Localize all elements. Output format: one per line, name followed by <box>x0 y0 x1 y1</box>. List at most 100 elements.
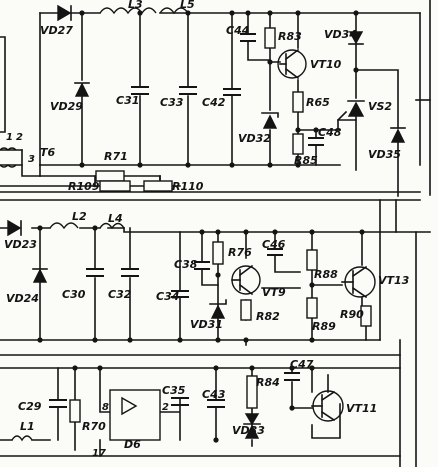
resistor-r84 <box>246 375 258 409</box>
inductor-l1 <box>11 435 33 442</box>
capacitor-c38 <box>194 261 210 270</box>
label-vt10: VT10 <box>310 58 342 71</box>
capacitor-c35 <box>171 397 189 406</box>
label-d6-pin8: 8 <box>102 402 109 413</box>
resistor-r71 <box>95 170 125 182</box>
bottom-section-wiring <box>0 367 401 457</box>
label-c44: C44 <box>226 24 249 37</box>
label-vd32: VD32 <box>238 132 271 145</box>
resistor-r65 <box>292 91 304 113</box>
capacitor-c31 <box>131 86 149 95</box>
label-c48: C48 <box>318 126 342 139</box>
label-c34: C34 <box>156 290 179 303</box>
junction-dots-bottom <box>72 365 315 443</box>
label-vd34: VD34 <box>324 28 357 41</box>
zener-vd32 <box>261 112 279 129</box>
transistor-vt9 <box>231 264 261 296</box>
capacitor-c29 <box>49 399 67 408</box>
diode-vd35 <box>390 127 406 143</box>
label-vt9: VT9 <box>262 286 286 299</box>
label-c43: C43 <box>202 388 226 401</box>
label-c42: C42 <box>202 96 226 109</box>
label-l3: L3 <box>128 0 143 11</box>
label-vt11: VT11 <box>346 402 377 415</box>
label-c31: C31 <box>116 94 139 107</box>
label-t6-pin1: 1 <box>6 132 13 143</box>
label-d6: D6 <box>124 438 141 451</box>
zener-vd31 <box>209 299 227 319</box>
label-c46: C46 <box>262 238 286 251</box>
inductor-l2 <box>49 222 79 230</box>
label-l1: L1 <box>20 420 35 433</box>
label-r90: R90 <box>340 308 364 321</box>
resistor-r82 <box>240 299 252 321</box>
label-c38: C38 <box>174 258 198 271</box>
resistor-r88 <box>306 249 318 271</box>
label-l4: L4 <box>108 212 123 225</box>
label-r70: R70 <box>82 420 106 433</box>
diode-vd24 <box>32 268 48 283</box>
label-vd29: VD29 <box>50 100 83 113</box>
transformer-t6 <box>0 147 17 168</box>
resistor-r83 <box>264 27 276 49</box>
thyristor-vs2 <box>336 100 365 122</box>
label-t6-pin3: 3 <box>28 154 35 165</box>
label-c35: C35 <box>162 384 186 397</box>
transistor-vt10 <box>277 48 307 80</box>
label-c29: C29 <box>18 400 42 413</box>
label-c33: C33 <box>160 96 184 109</box>
diode-vd34 <box>348 31 364 45</box>
resistor-r90 <box>360 305 372 327</box>
inductor-l5 <box>159 7 189 15</box>
label-t6: T6 <box>40 146 56 159</box>
label-l2: L2 <box>72 210 87 223</box>
capacitor-c43 <box>207 399 225 408</box>
label-r89: R89 <box>312 320 336 333</box>
middle-section-wiring <box>0 199 431 467</box>
resistor-r110 <box>143 180 173 192</box>
label-vs2: VS2 <box>368 100 392 113</box>
capacitor-c47 <box>284 372 300 381</box>
label-d6-pin2: 2 <box>162 402 169 413</box>
component-labels: VD27 L3 L5 VD29 C31 C33 C42 C44 R83 VT10… <box>4 0 410 459</box>
capacitor-c32 <box>121 268 139 277</box>
label-r84: R84 <box>256 376 280 389</box>
resistor-r70 <box>69 399 81 423</box>
junction-dots-middle <box>37 225 365 343</box>
ic-d6 <box>109 389 161 441</box>
capacitor-c30 <box>86 268 104 277</box>
capacitor-c42 <box>223 88 241 96</box>
label-c47: C47 <box>290 358 314 371</box>
transistor-vt11 <box>311 390 344 422</box>
label-r109: R109 <box>68 180 100 193</box>
resistor-r109 <box>99 180 131 192</box>
label-vd35: VD35 <box>368 148 401 161</box>
diode-vd23 <box>7 219 22 237</box>
label-c32: C32 <box>108 288 132 301</box>
label-d6-pin17: 17 <box>92 448 106 459</box>
label-r110: R110 <box>172 180 204 193</box>
label-vd33: VD33 <box>232 424 265 437</box>
capacitor-c44 <box>240 33 256 42</box>
label-vd31: VD31 <box>190 318 223 331</box>
diode-vd27 <box>57 4 72 22</box>
label-c30: C30 <box>62 288 86 301</box>
inductor-l4 <box>99 222 125 230</box>
resistor-r76 <box>212 241 224 265</box>
resistor-r89 <box>306 297 318 319</box>
capacitor-c46 <box>267 248 283 256</box>
inductor-l3 <box>99 7 157 15</box>
label-r65: R65 <box>306 96 330 109</box>
resistor-r85 <box>292 133 304 155</box>
label-r71: R71 <box>104 150 128 163</box>
label-r83: R83 <box>278 30 302 43</box>
diode-vd29 <box>74 82 90 97</box>
label-r82: R82 <box>256 310 280 323</box>
label-r76: R76 <box>228 246 252 259</box>
label-vd27: VD27 <box>40 24 73 37</box>
junction-dots-top <box>79 10 359 168</box>
label-vd24: VD24 <box>6 292 39 305</box>
transistor-vt13 <box>341 265 376 299</box>
capacitor-c48 <box>308 137 324 146</box>
